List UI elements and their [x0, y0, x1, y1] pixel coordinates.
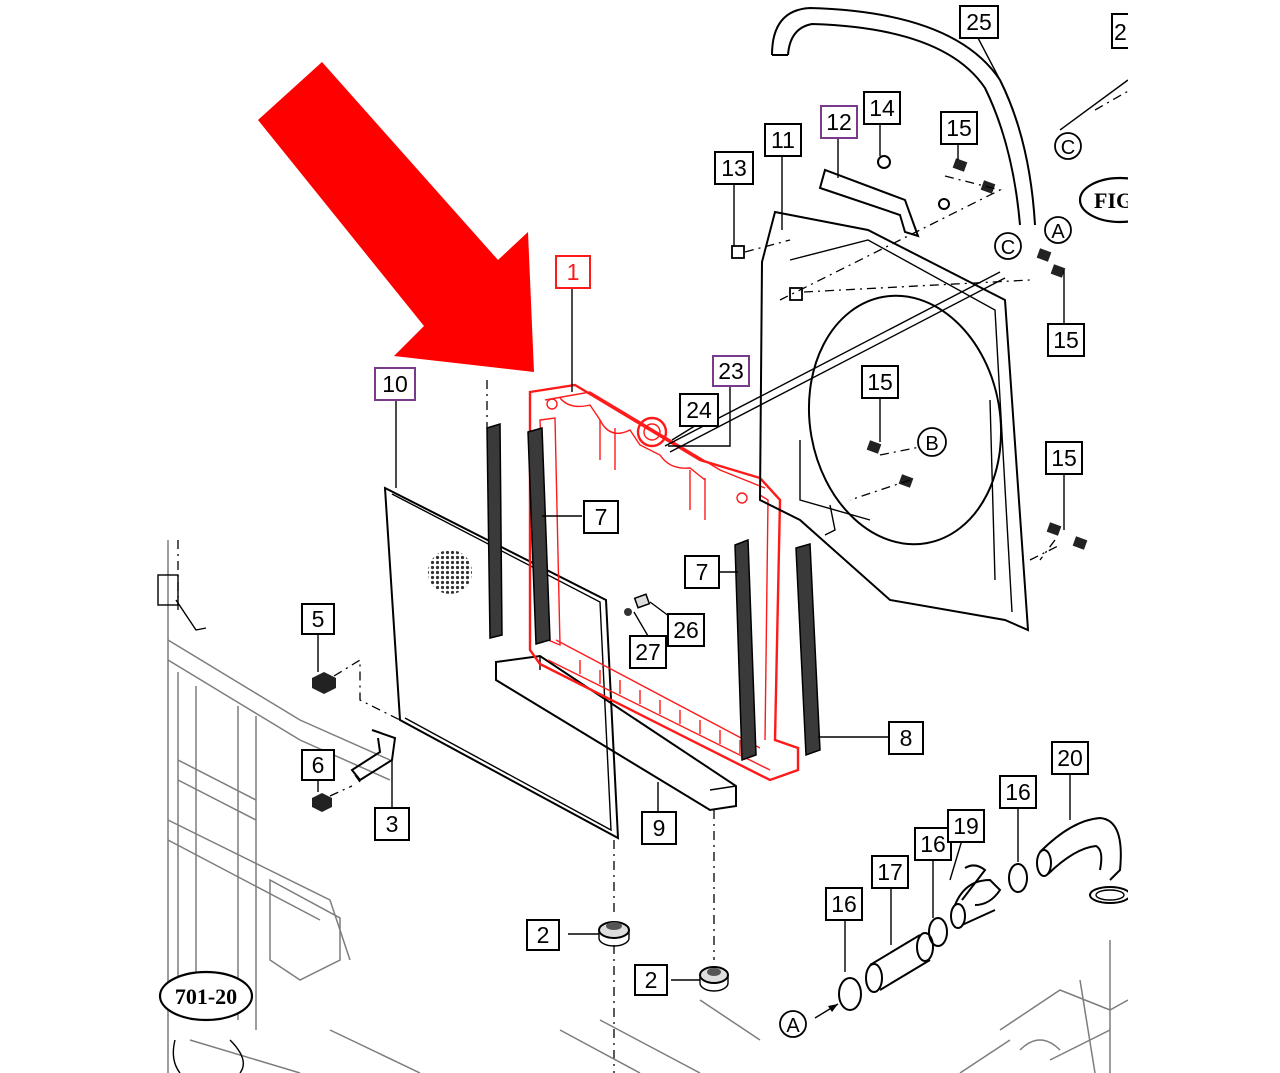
callout-16c: 16 [999, 775, 1037, 809]
leader-lines [317, 37, 1071, 981]
callout-9: 9 [641, 811, 677, 845]
callout-2a: 2 [526, 919, 560, 951]
svg-text:11: 11 [771, 127, 795, 153]
connector-circles: A A B C C [779, 132, 1082, 1038]
svg-text:2: 2 [645, 967, 658, 993]
seal-8-left [486, 422, 503, 639]
connector-a-upper: A [1044, 216, 1072, 244]
fan-shroud [758, 210, 1030, 632]
svg-text:8: 8 [900, 725, 913, 751]
callout-26: 26 [667, 613, 705, 647]
mount-2-left [598, 921, 630, 947]
svg-text:5: 5 [312, 606, 325, 632]
svg-text:7: 7 [595, 504, 608, 530]
svg-text:9: 9 [653, 815, 666, 841]
callout-6: 6 [301, 749, 335, 781]
svg-text:3: 3 [386, 811, 399, 837]
bolt-5 [312, 658, 401, 721]
svg-text:20: 20 [1057, 745, 1083, 771]
svg-text:C: C [1061, 137, 1075, 159]
callout-10: 10 [374, 367, 416, 401]
callout-16b: 16 [914, 827, 952, 861]
callout-16a: 16 [825, 887, 863, 921]
svg-text:24: 24 [686, 397, 712, 423]
callout-24: 24 [679, 393, 719, 427]
callout-5: 5 [301, 603, 335, 635]
callout-boxes: 1 2 2 3 5 6 7 7 8 9 10 11 12 13 14 15 15… [301, 5, 1143, 996]
svg-text:7: 7 [696, 559, 709, 585]
callout-27: 27 [629, 635, 667, 669]
callout-15a: 15 [940, 111, 978, 145]
svg-text:19: 19 [953, 813, 979, 839]
shroud-handle [818, 168, 920, 238]
svg-text:15: 15 [867, 369, 893, 395]
callout-25: 25 [959, 5, 999, 39]
svg-text:14: 14 [869, 95, 895, 121]
upper-hose [771, 6, 1036, 226]
callout-12: 12 [820, 105, 858, 139]
callout-17: 17 [871, 855, 909, 889]
svg-text:13: 13 [721, 155, 747, 181]
svg-text:2: 2 [537, 922, 550, 948]
overflow-tube [664, 271, 1006, 453]
callout-15d: 15 [1045, 441, 1083, 475]
bolt-6 [312, 785, 353, 812]
callout-11: 11 [764, 123, 802, 157]
callout-19: 19 [947, 809, 985, 843]
callout-15b: 15 [1047, 323, 1085, 357]
svg-text:25: 25 [966, 9, 992, 35]
red-pointer-arrow [258, 62, 534, 372]
lower-hoses [814, 816, 1131, 1073]
callout-13: 13 [714, 151, 754, 185]
nut-14 [877, 155, 891, 169]
seal-8-right [795, 543, 821, 757]
callout-2b: 2 [634, 964, 668, 996]
callout-20: 20 [1051, 741, 1089, 775]
svg-text:26: 26 [673, 617, 699, 643]
callout-14: 14 [863, 91, 901, 125]
connector-c-upper: C [1054, 132, 1082, 160]
svg-text:17: 17 [877, 859, 903, 885]
left-margin [0, 0, 166, 1073]
figure-reference-text: FIG [1094, 188, 1133, 213]
svg-text:27: 27 [635, 639, 661, 665]
svg-text:B: B [925, 433, 938, 455]
callout-7a: 7 [583, 500, 619, 534]
sheet-reference-text: 701-20 [175, 984, 237, 1009]
svg-text:15: 15 [1051, 445, 1077, 471]
svg-text:16: 16 [1005, 779, 1031, 805]
svg-text:15: 15 [1053, 327, 1079, 353]
mount-2-right [699, 966, 729, 992]
svg-text:6: 6 [312, 752, 325, 778]
svg-text:1: 1 [567, 259, 580, 285]
callout-3: 3 [374, 807, 410, 841]
svg-text:C: C [1001, 237, 1015, 259]
lower-bar [495, 654, 737, 812]
svg-text:A: A [786, 1015, 800, 1037]
sheet-reference: 701-20 [158, 970, 254, 1022]
svg-text:A: A [1051, 221, 1065, 243]
connector-a-lower: A [779, 1010, 807, 1038]
callout-15c: 15 [861, 365, 899, 399]
callout-7b: 7 [684, 555, 720, 589]
callout-1: 1 [555, 255, 591, 289]
svg-text:15: 15 [946, 115, 972, 141]
svg-text:12: 12 [826, 109, 852, 135]
connector-b: B [917, 427, 947, 457]
svg-text:2: 2 [1114, 19, 1127, 45]
connector-c-middle: C [994, 232, 1022, 260]
seal-7-right [734, 538, 757, 762]
drain-plug [624, 593, 651, 616]
seal-7-left [527, 427, 551, 645]
bracket [350, 729, 397, 783]
svg-text:16: 16 [831, 891, 857, 917]
right-margin [1128, 0, 1280, 1073]
svg-text:23: 23 [718, 358, 744, 384]
svg-text:10: 10 [382, 371, 408, 397]
callout-8: 8 [888, 721, 924, 755]
svg-text:16: 16 [920, 831, 946, 857]
callout-23: 23 [712, 355, 750, 387]
